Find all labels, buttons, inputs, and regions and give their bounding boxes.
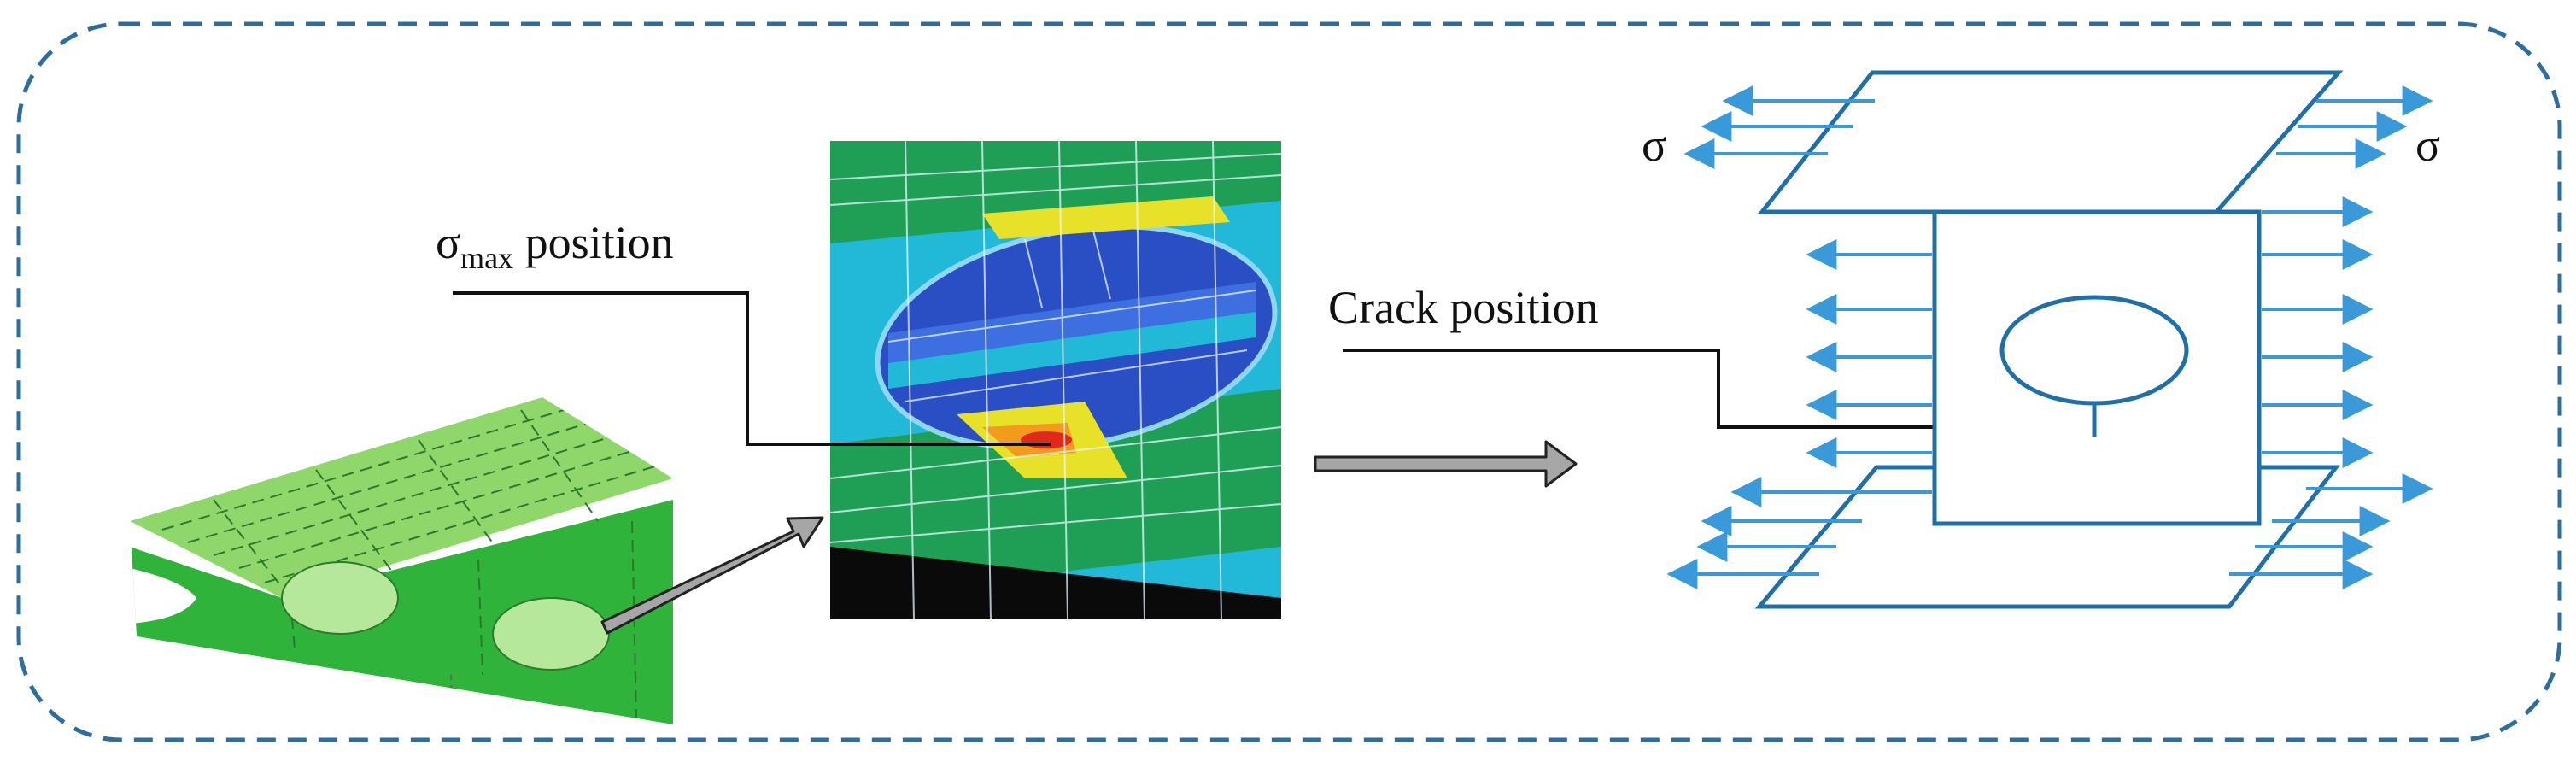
hull-structure-model bbox=[130, 397, 673, 724]
process-arrow bbox=[1314, 440, 1578, 488]
load-arrows-left bbox=[1666, 85, 1932, 589]
dashed-frame bbox=[16, 21, 2562, 742]
stress-label-right: σ bbox=[2415, 120, 2440, 171]
sigma-max-leader-line bbox=[453, 291, 1051, 446]
crack-position-label: Crack position bbox=[1328, 282, 1598, 333]
top-plate bbox=[1757, 70, 2344, 214]
sigma-max-position-label: σmax position bbox=[436, 217, 674, 275]
load-arrows-right bbox=[2229, 85, 2433, 589]
finite-element-stress-plot bbox=[830, 141, 1281, 619]
crack-leader-line bbox=[1343, 349, 2099, 429]
zoom-arrow bbox=[600, 516, 824, 635]
stress-label-left: σ bbox=[1642, 120, 1666, 171]
sigma-subscript: max bbox=[460, 241, 513, 275]
sigma-symbol: σ bbox=[436, 217, 460, 268]
sigma-max-suffix: position bbox=[513, 217, 674, 268]
web-plate bbox=[1932, 209, 2262, 526]
specimen-diagram bbox=[1754, 70, 2344, 609]
